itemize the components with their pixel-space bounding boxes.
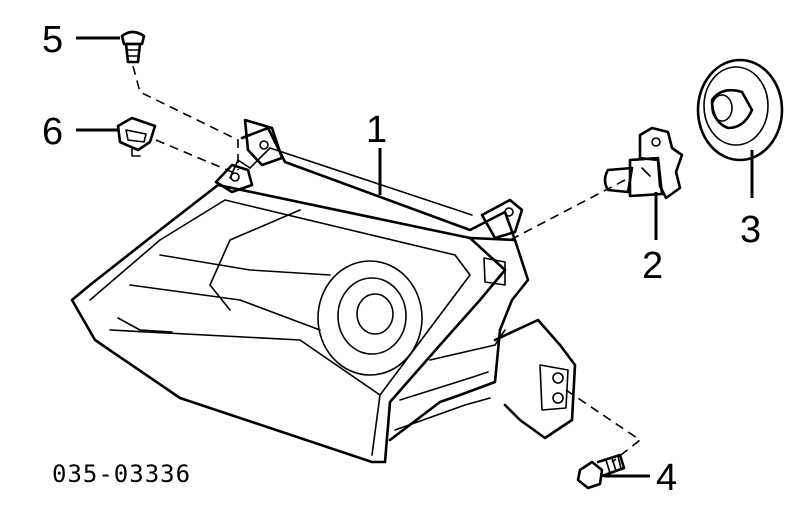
callout-6: 6 [42, 111, 63, 153]
callout-2: 2 [642, 245, 663, 287]
part-code-label: 035-03336 [52, 460, 191, 488]
headlamp-assembly [70, 118, 577, 464]
cap-part [696, 58, 784, 162]
bulb-part [603, 126, 684, 200]
callout-1: 1 [366, 109, 387, 151]
callout-5: 5 [42, 19, 63, 61]
assembly-lines [132, 65, 642, 463]
leader-lines [76, 36, 754, 478]
bolt-part [576, 453, 626, 490]
screw-part [120, 30, 146, 64]
callout-4: 4 [656, 457, 677, 499]
callout-3: 3 [740, 209, 761, 251]
clip-part [116, 116, 157, 157]
